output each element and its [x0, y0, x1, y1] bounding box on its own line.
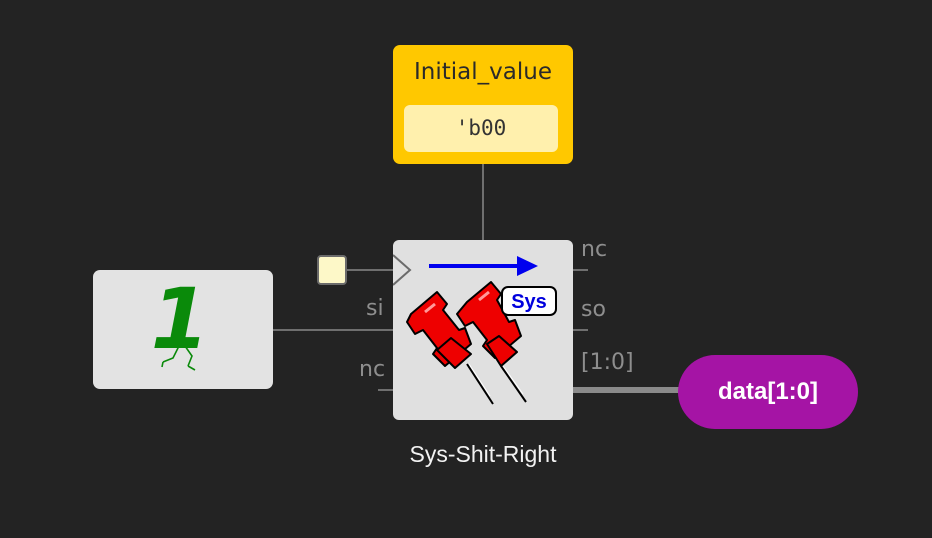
clock-triangle-icon [392, 254, 412, 286]
shift-register-symbol: Sys [392, 254, 557, 405]
red-push-pins-icon [406, 281, 527, 405]
shift-register-block[interactable]: Sys [392, 240, 573, 420]
constant-value: 1 [151, 270, 209, 368]
arrow-right-icon [429, 256, 538, 276]
port-label-data-range: [1:0] [581, 350, 634, 375]
initial-value-field[interactable]: 'b00 [404, 105, 558, 152]
port-label-nc-right: nc [581, 237, 608, 262]
output-port-data[interactable]: data[1:0] [678, 355, 858, 429]
sys-badge: Sys [501, 286, 557, 316]
initial-value-block[interactable]: Initial_value 'b00 [393, 45, 573, 164]
shift-register-caption: Sys-Shit-Right [409, 441, 557, 467]
clock-input[interactable] [317, 255, 347, 285]
initial-value-title: Initial_value [414, 59, 552, 85]
port-label-nc-left: nc [359, 357, 386, 382]
sys-badge-label: Sys [511, 291, 547, 313]
walking-one-icon: 1 [151, 270, 209, 371]
port-label-si: si [366, 296, 384, 321]
port-label-so: so [581, 297, 606, 322]
constant-one-block[interactable]: 1 [93, 270, 273, 389]
